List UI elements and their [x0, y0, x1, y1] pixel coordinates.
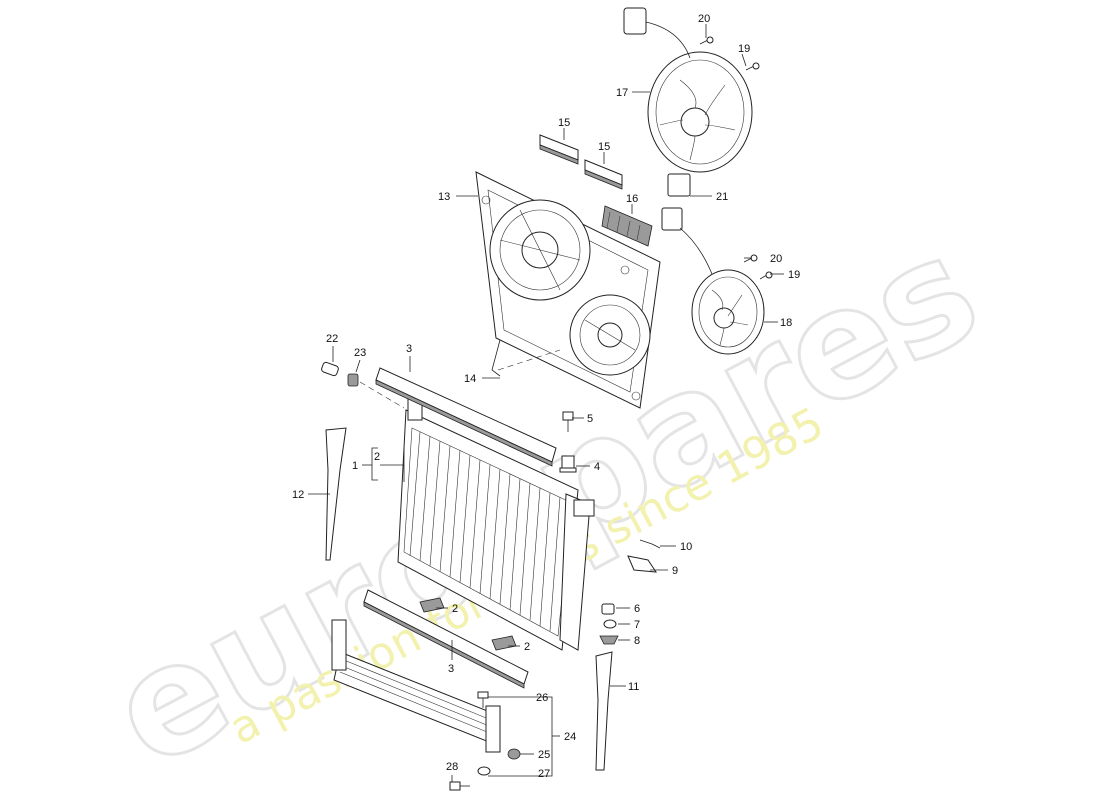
callout-20a: 20 — [698, 13, 710, 25]
callout-9: 9 — [672, 565, 678, 577]
washer-7 — [603, 619, 617, 629]
callout-4: 4 — [594, 461, 600, 473]
callout-7: 7 — [634, 619, 640, 631]
callout-12: 12 — [292, 489, 304, 501]
leader-lines — [308, 24, 784, 782]
bolt-20-upper — [699, 36, 714, 45]
cooling-fan-upper — [623, 7, 753, 173]
callout-25: 25 — [538, 749, 550, 761]
clip-8 — [599, 635, 619, 645]
callout-18: 18 — [780, 317, 792, 329]
callout-21: 21 — [716, 191, 728, 203]
bolt-19-upper — [745, 62, 760, 71]
callout-2-bracket-a: 2 — [452, 603, 458, 615]
callout-2-bracket-b: 2 — [524, 641, 530, 653]
callout-13: 13 — [438, 191, 450, 203]
connector-21 — [661, 173, 691, 231]
callout-15b: 15 — [598, 141, 610, 153]
radiator-fins — [409, 431, 561, 632]
mount-bracket-b — [491, 635, 517, 651]
oil-cooler — [331, 619, 501, 753]
callout-15a: 15 — [558, 117, 570, 129]
callout-19b: 19 — [788, 269, 800, 281]
callout-3-upper: 3 — [406, 343, 412, 355]
washer-27 — [477, 766, 491, 776]
clip-15a — [539, 134, 579, 165]
bolt-26 — [477, 691, 489, 708]
cooling-fan-lower — [679, 227, 765, 355]
air-guide-right — [595, 651, 613, 771]
bolt-5 — [562, 411, 574, 432]
clip-10 — [639, 539, 661, 549]
bolt-19-lower — [759, 271, 773, 280]
callout-8: 8 — [634, 635, 640, 647]
fan-shroud — [475, 171, 661, 409]
callout-27: 27 — [538, 768, 550, 780]
callout-3-lower: 3 — [448, 663, 454, 675]
callout-22: 22 — [326, 333, 338, 345]
sensor-22 — [321, 361, 339, 377]
bolt-28 — [449, 781, 470, 791]
callout-11: 11 — [628, 681, 639, 693]
callout-16: 16 — [626, 193, 638, 205]
fan-resistor — [601, 205, 653, 247]
grommet-23 — [347, 373, 359, 387]
callout-23: 23 — [354, 347, 366, 359]
callout-14: 14 — [464, 373, 476, 385]
bracket-9 — [627, 555, 657, 573]
callout-26: 26 — [536, 692, 548, 704]
callout-1: 1 — [352, 460, 358, 472]
callout-5: 5 — [587, 413, 593, 425]
callout-10: 10 — [680, 541, 692, 553]
callout-24: 24 — [564, 731, 576, 743]
callout-6: 6 — [634, 603, 640, 615]
bushing-4 — [559, 455, 577, 473]
wire-harness — [491, 339, 501, 377]
callout-2-radiator: 2 — [374, 451, 380, 463]
callout-17: 17 — [616, 87, 628, 99]
callout-19a: 19 — [738, 43, 750, 55]
bolt-20-lower — [743, 254, 758, 263]
clip-15b — [584, 159, 623, 190]
seal-25 — [507, 748, 521, 760]
air-guide-left — [325, 427, 347, 561]
callout-labels: 1 2 2 2 3 3 4 5 6 7 8 9 10 11 12 13 14 1… — [292, 13, 800, 780]
rubber-mount-6 — [601, 603, 615, 615]
callout-28: 28 — [446, 761, 458, 773]
callout-20b: 20 — [770, 253, 782, 265]
